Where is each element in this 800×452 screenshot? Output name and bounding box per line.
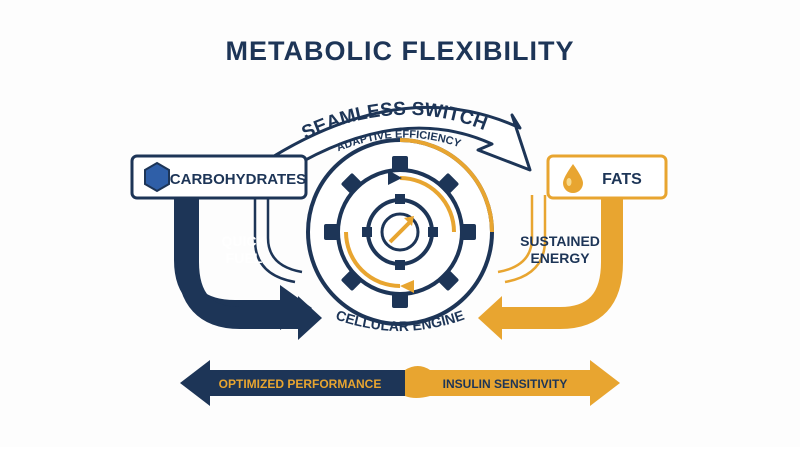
quick-fuel-arrow	[174, 195, 322, 340]
sustained-energy-line2: ENERGY	[530, 250, 590, 266]
seamless-switch-arrow	[243, 105, 532, 180]
carbohydrates-box	[130, 154, 308, 200]
inner-gear-icon	[362, 194, 438, 270]
quick-fuel-line1: QUICK	[221, 233, 266, 249]
cellular-engine	[306, 138, 494, 326]
oil-drop-icon	[563, 164, 583, 193]
outer-gear-icon	[324, 156, 476, 308]
optimized-performance-label: OPTIMIZED PERFORMANCE	[219, 377, 382, 391]
sustained-energy-arrow	[478, 195, 623, 340]
carbohydrates-label: CARBOHYDRATES	[170, 171, 306, 188]
sustained-energy-line1: SUSTAINED	[520, 233, 600, 249]
quick-fuel-line2: FUEL	[226, 250, 263, 266]
bottom-arrow-left	[180, 360, 405, 406]
fats-box	[546, 154, 668, 200]
diagram-title: METABOLIC FLEXIBILITY	[226, 36, 575, 66]
bottom-arrow-right	[405, 360, 620, 406]
fats-label: FATS	[602, 171, 642, 188]
insulin-sensitivity-label: INSULIN SENSITIVITY	[443, 377, 568, 391]
hexagon-icon	[144, 161, 170, 193]
